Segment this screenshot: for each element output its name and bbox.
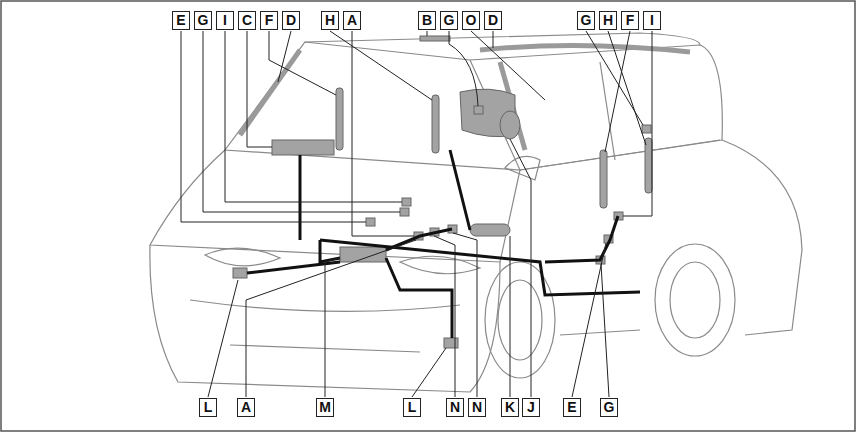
callout-letter: A xyxy=(343,11,361,30)
callout-letter: L xyxy=(199,398,217,417)
callout-letter: C xyxy=(238,11,256,30)
callout-letter: N xyxy=(446,398,464,417)
callout-letter: G xyxy=(194,11,212,30)
callout-letter: J xyxy=(522,398,540,417)
srs-components xyxy=(233,36,690,348)
callout-letter: G xyxy=(577,11,595,30)
callout-letter: B xyxy=(418,11,436,30)
callout-letter: F xyxy=(260,11,278,30)
wire-harness xyxy=(247,150,640,338)
callout-letter: H xyxy=(599,11,617,30)
callout-letter: G xyxy=(600,398,618,417)
leader-lines xyxy=(181,31,652,397)
callout-letter: I xyxy=(216,11,234,30)
callout-letter: N xyxy=(468,398,486,417)
callout-letter: D xyxy=(282,11,300,30)
callout-letter: G xyxy=(440,11,458,30)
callout-letter: H xyxy=(321,11,339,30)
callout-letter: M xyxy=(316,398,334,417)
callout-letter: I xyxy=(643,11,661,30)
callout-letter: A xyxy=(237,398,255,417)
callout-letter: D xyxy=(484,11,502,30)
callout-letter: F xyxy=(621,11,639,30)
callout-letter: E xyxy=(172,11,190,30)
callout-letter: K xyxy=(501,398,519,417)
callout-letter: O xyxy=(462,11,480,30)
callout-letter: E xyxy=(563,398,581,417)
callout-letter: L xyxy=(403,398,421,417)
